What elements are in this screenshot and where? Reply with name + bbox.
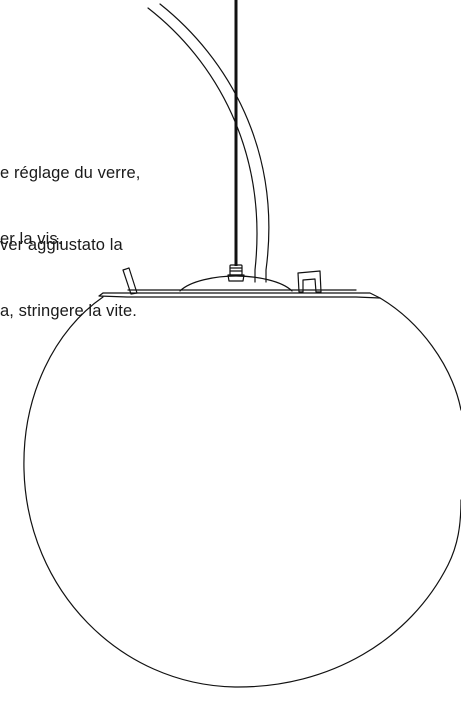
power-cable	[147, 3, 270, 283]
italian-instruction-line-2: a, stringere la vite.	[0, 302, 137, 320]
french-instruction-line-2: er la vis.	[0, 230, 63, 248]
italian-instruction-line-1: ver aggiustato la	[0, 236, 123, 254]
mounting-ring	[98, 289, 381, 299]
cable-gland	[227, 264, 245, 282]
canopy-dome	[179, 275, 293, 292]
glass-globe	[23, 296, 461, 688]
french-instruction-text: e réglage du verre, er la vis.	[0, 118, 140, 272]
fixing-screw-bracket	[297, 270, 322, 293]
italian-instruction-text: ver aggiustato la a, stringere la vite.	[0, 190, 137, 344]
french-instruction-line-1: e réglage du verre,	[0, 164, 141, 182]
